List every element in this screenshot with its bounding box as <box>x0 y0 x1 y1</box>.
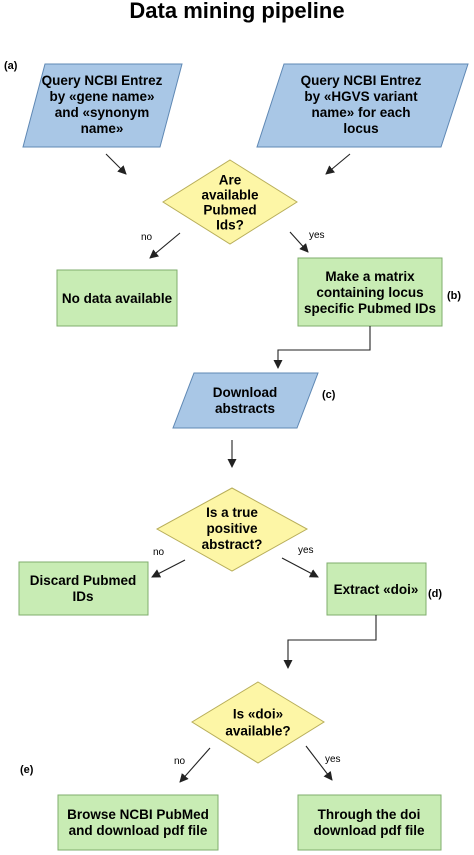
node-label-line: Is a true <box>206 505 258 520</box>
query-hgvs-parallelogram <box>256 63 469 148</box>
no-data-box <box>56 269 178 327</box>
arrow-extract-to-doi <box>283 615 377 669</box>
extract-doi-box <box>326 562 427 616</box>
node-label-line: and download pdf file <box>69 823 208 838</box>
node-label-line: Query NCBI Entrez <box>42 73 163 88</box>
node-label-line: No data available <box>62 291 173 306</box>
browse-ncbi-box <box>57 794 219 851</box>
node-label-line: specific Pubmed IDs <box>304 301 436 316</box>
node-label-line: Ids? <box>216 218 244 233</box>
panel-label-d: (d) <box>428 588 442 600</box>
node-label-line: available? <box>225 724 290 739</box>
arrow-truepos-no <box>151 559 186 578</box>
extract-doi-label: Extract «doi» <box>334 582 419 597</box>
node-label-line: download pdf file <box>314 823 425 838</box>
node-label-line: Query NCBI Entrez <box>301 73 422 88</box>
arrow-diamond-no <box>149 232 181 259</box>
node-label-line: positive <box>206 521 258 536</box>
node-label-line: IDs <box>72 589 93 604</box>
node-label-line: by «gene name» <box>49 89 154 104</box>
panel-label-c: (c) <box>322 389 336 401</box>
node-label-line: Pubmed <box>203 203 256 218</box>
node-label-line: Discard Pubmed <box>30 573 137 588</box>
edge-label-yes-3: yes <box>325 754 341 765</box>
edge-label-yes-2: yes <box>298 545 314 556</box>
node-label-line: Make a matrix <box>325 269 415 284</box>
node-label-line: available <box>201 188 259 203</box>
true-positive-diamond <box>155 487 309 572</box>
edge-label-yes-1: yes <box>309 230 325 241</box>
node-label-line: Are <box>219 173 242 188</box>
node-label-line: Extract «doi» <box>334 582 419 597</box>
through-doi-box <box>297 794 442 851</box>
node-label-line: and «synonym <box>55 105 150 120</box>
node-label-line: containing locus <box>316 285 423 300</box>
doi-available-label: Is «doi» available? <box>225 707 290 739</box>
arrow-doi-no <box>179 747 211 783</box>
arrow-matrix-to-download <box>273 326 371 369</box>
node-label-line: Download <box>213 385 278 400</box>
arrow-doi-yes <box>305 745 333 781</box>
node-label-line: Is «doi» <box>233 707 283 722</box>
edge-label-no-3: no <box>174 756 186 767</box>
edge-label-no-2: no <box>153 547 165 558</box>
node-label-line: abstracts <box>215 401 275 416</box>
panel-label-e: (e) <box>20 764 34 776</box>
connectors <box>105 153 377 783</box>
node-label-line: name» <box>81 121 124 136</box>
arrow-gene-to-diamond <box>105 153 127 175</box>
doi-available-diamond <box>191 681 325 764</box>
discard-box <box>18 561 149 616</box>
node-label-line: by «HGVS variant <box>304 89 418 104</box>
make-matrix-box <box>297 257 443 327</box>
node-label-line: Through the doi <box>318 807 421 822</box>
diagram-title: Data mining pipeline <box>129 0 344 23</box>
panel-label-b: (b) <box>447 290 461 302</box>
download-abstracts-parallelogram <box>172 372 319 429</box>
node-label-line: abstract? <box>202 537 263 552</box>
node-label-line: locus <box>343 121 378 136</box>
arrow-truepos-yes <box>281 557 319 578</box>
no-data-label: No data available <box>62 291 173 306</box>
node-label-line: Browse NCBI PubMed <box>67 807 209 822</box>
edge-label-no-1: no <box>141 232 153 243</box>
pubmed-available-diamond <box>162 159 298 245</box>
arrow-hgvs-to-diamond <box>325 153 351 175</box>
query-gene-parallelogram <box>22 63 183 148</box>
panel-label-a: (a) <box>4 60 18 72</box>
node-label-line: name» for each <box>311 105 410 120</box>
arrow-diamond-yes <box>289 231 309 253</box>
